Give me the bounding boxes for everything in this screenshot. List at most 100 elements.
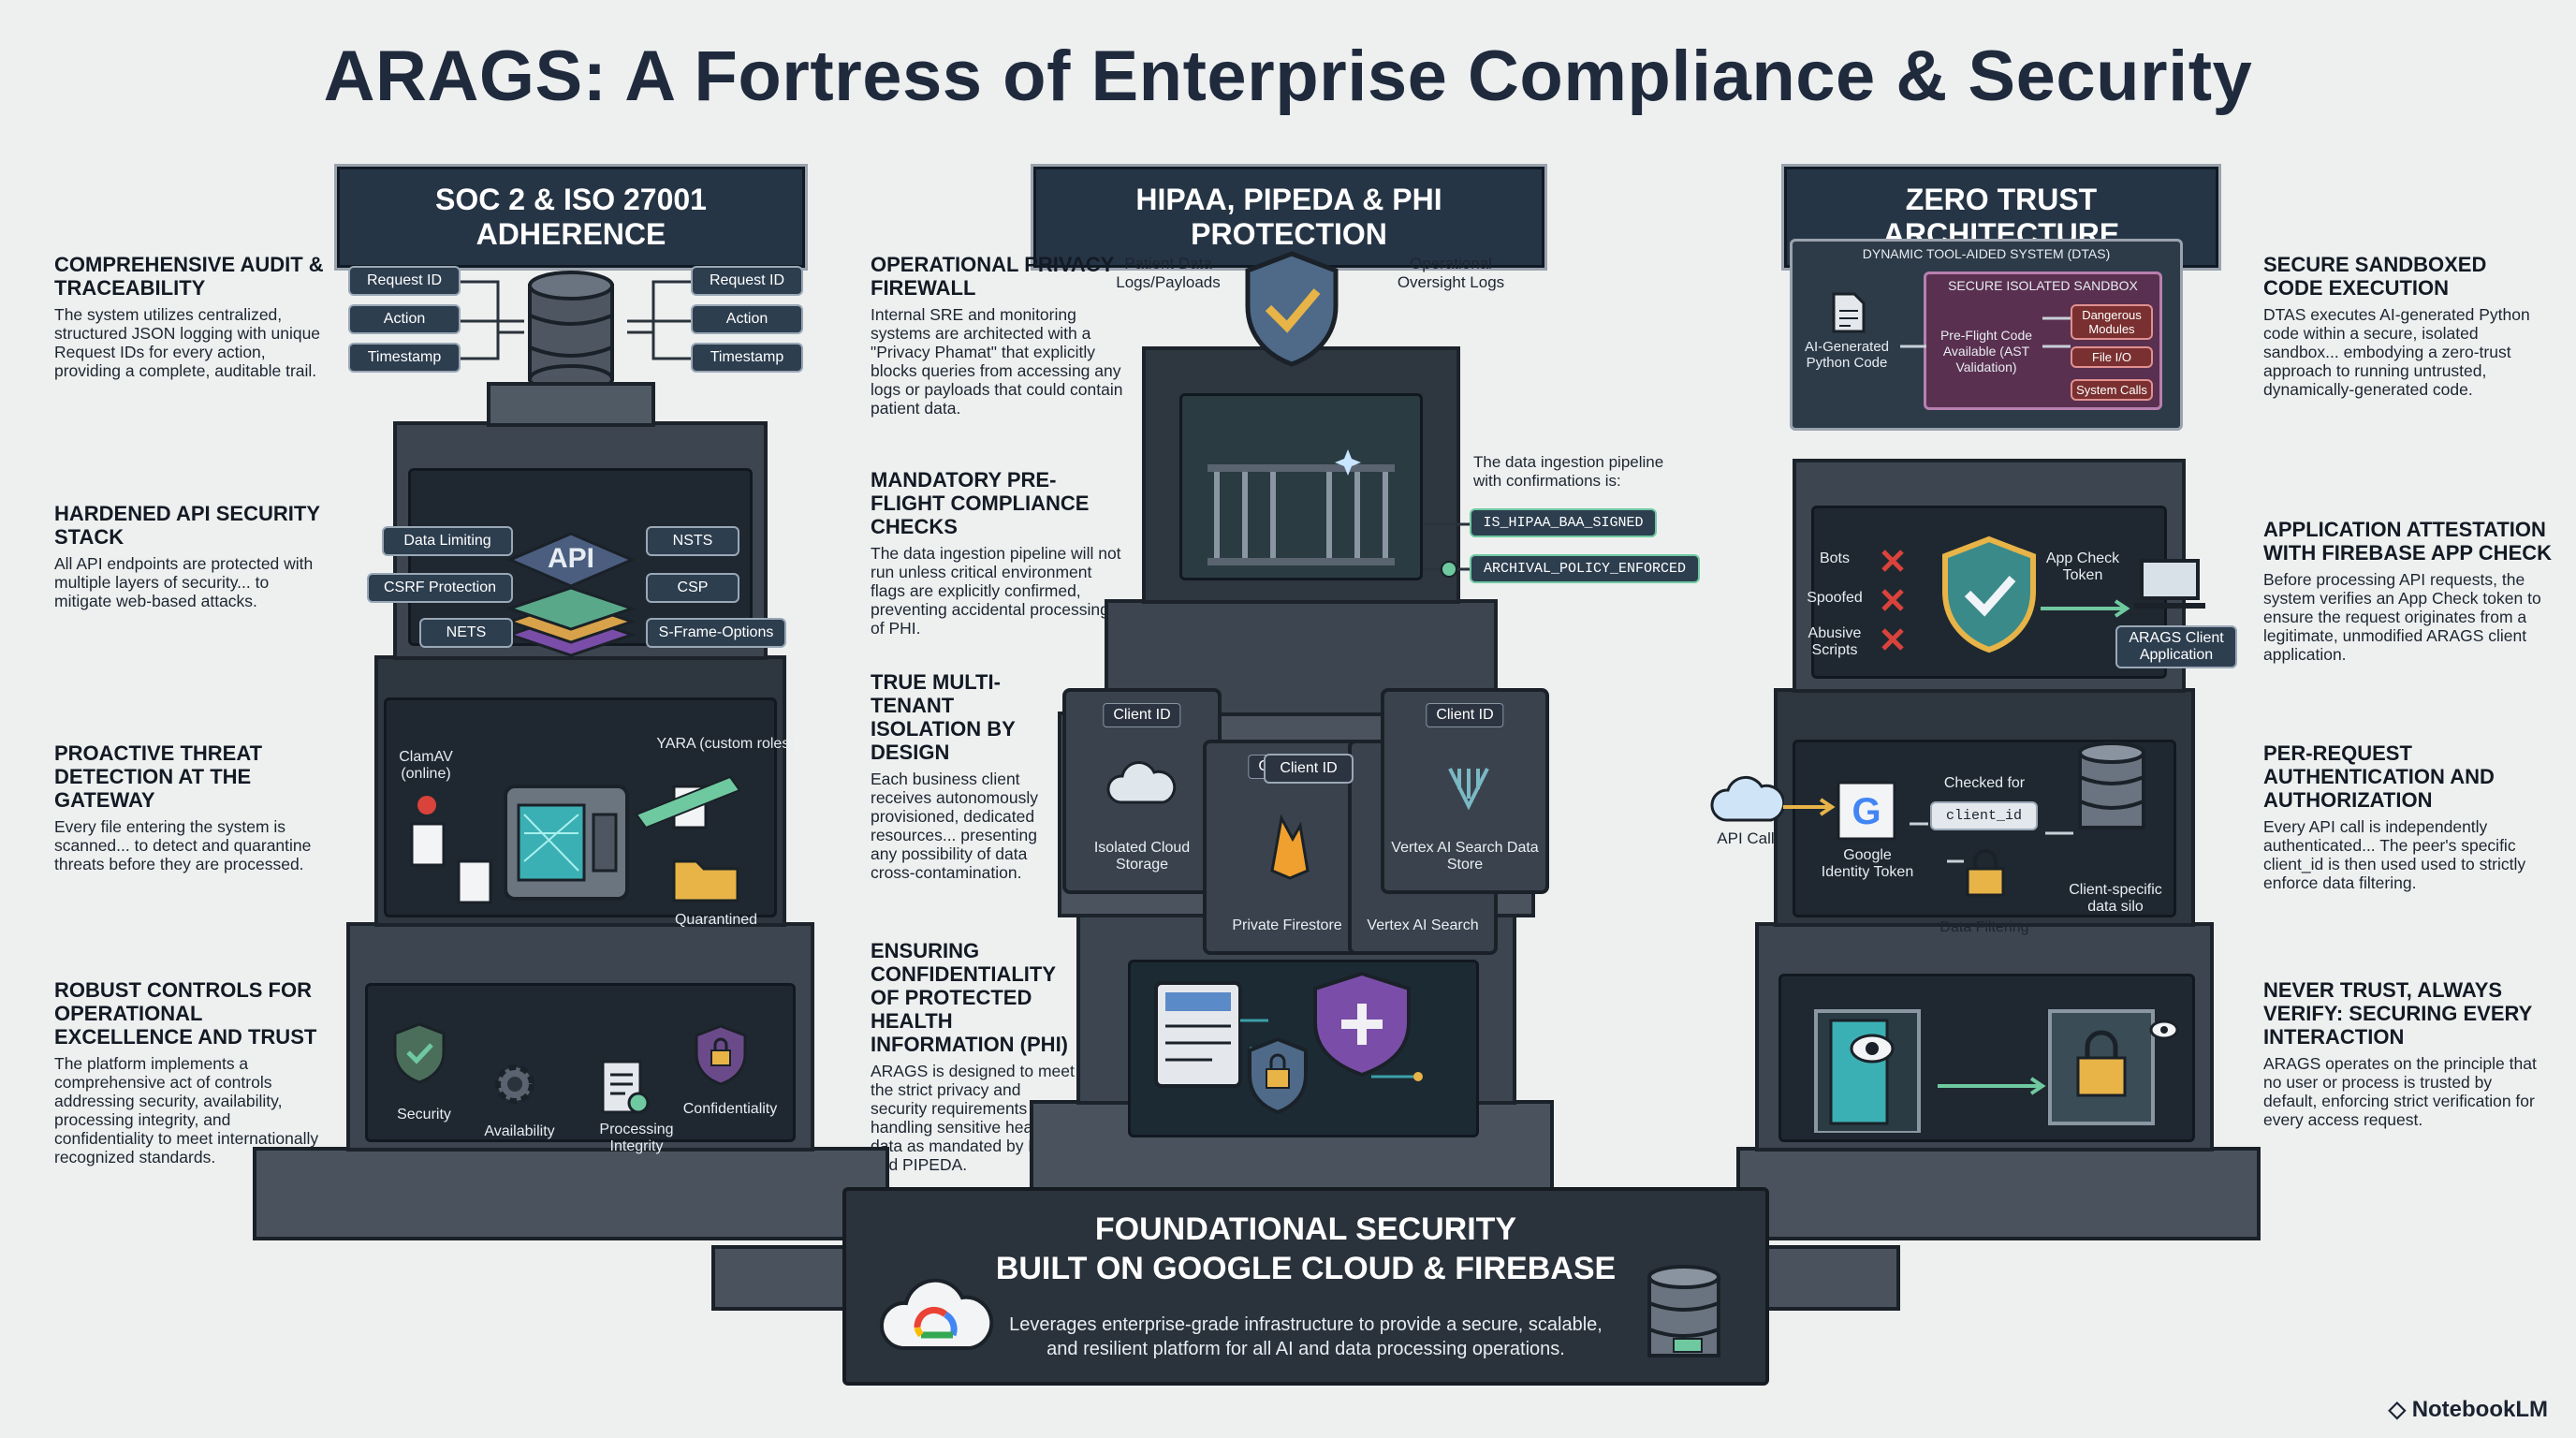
checked-for-label: Checked for — [1943, 775, 2026, 791]
client-cube-data-store: Client ID Vertex AI Search Data Store — [1381, 688, 1549, 894]
arags-client-app-label: ARAGS Client Application — [2115, 625, 2237, 668]
availability-gear-icon — [495, 1064, 534, 1104]
file-scan-flow-icon — [410, 775, 741, 904]
firebase-database-icon — [1647, 1265, 1720, 1357]
text-threat-detection: Proactive Threat Detection at the Gatewa… — [54, 741, 312, 873]
foundation-desc1: Leverages enterprise-grade infrastructur… — [1009, 1314, 1603, 1335]
never-trust-illustration — [1814, 1009, 2179, 1133]
db-pedestal — [487, 382, 655, 427]
text-per-request-auth: Per-Request Authentication and Authoriza… — [2263, 741, 2526, 892]
firebase-flame-icon — [1270, 814, 1310, 880]
text-operational-controls: Robust Controls for Operational Excellen… — [54, 978, 319, 1167]
database-icon — [528, 271, 614, 394]
threat-bots-label: Bots — [1819, 550, 1850, 566]
app-check-arrow — [2041, 599, 2130, 618]
dtas-title: DYNAMIC TOOL-AIDED SYSTEM (DTAS) — [1862, 246, 2111, 261]
notebooklm-brand: ◇ NotebookLM — [2388, 1397, 2548, 1422]
cloud-icon — [1106, 761, 1177, 804]
foundation-panel: FOUNDATIONAL SECURITY BUILT ON GOOGLE CL… — [842, 1187, 1769, 1386]
app-check-shield-icon — [1942, 536, 2036, 653]
text-sandboxed-execution: Secure Sandboxed Code Execution DTAS exe… — [2263, 253, 2530, 399]
threat-scripts-label: Abusive Scripts — [1808, 625, 1862, 658]
blocked-dangerous-modules: Dangerous Modules — [2071, 304, 2153, 340]
control-confidentiality-label: Confidentiality — [682, 1101, 778, 1117]
zt-base — [1736, 1147, 2261, 1240]
control-availability-label: Availability — [484, 1123, 555, 1139]
google-cloud-icon — [879, 1278, 994, 1350]
auth-flow-arrows — [1910, 822, 2073, 863]
text-api-security: Hardened API Security Stack All API endp… — [54, 502, 320, 610]
integrity-document-icon — [601, 1060, 650, 1114]
api-call-label: API Call — [1717, 829, 1775, 847]
text-audit: Comprehensive Audit & Traceability The s… — [54, 253, 324, 380]
text-never-trust: Never Trust, Always Verify: Securing Eve… — [2263, 978, 2537, 1129]
api-cloud-icon — [1710, 775, 1784, 822]
oversight-logs-label: Operational Oversight Logs — [1397, 255, 1505, 291]
privacy-shield-icon — [1245, 251, 1339, 367]
flag-archival-policy: ARCHIVAL_POLICY_ENFORCED — [1470, 554, 1700, 583]
data-filtering-lock-icon — [1966, 849, 2005, 897]
client-cube-cloud-storage: Client ID Isolated Cloud Storage — [1062, 688, 1222, 894]
sandbox-title: SECURE ISOLATED SANDBOX — [1948, 278, 2138, 293]
soc-base — [253, 1147, 889, 1240]
log-tag-action-right: Action — [691, 304, 803, 334]
preflight-label: Pre-Flight Code Available (AST Validatio… — [1939, 328, 2033, 374]
pipeline-note-label: The data ingestion pipeline with confirm… — [1473, 453, 1664, 490]
log-tag-timestamp-left: Timestamp — [348, 343, 461, 373]
log-tag-request-id-right: Request ID — [691, 266, 803, 296]
patient-logs-label: Patient Data Logs/Payloads — [1116, 255, 1221, 291]
app-check-token-label: App Check Token — [2045, 550, 2120, 583]
api-tag-data-limiting: Data Limiting — [382, 526, 513, 556]
log-tag-timestamp-right: Timestamp — [691, 343, 803, 373]
api-call-arrow — [1783, 798, 1836, 816]
vertex-ai-icon — [1448, 768, 1489, 811]
confidentiality-lock-shield-icon — [695, 1024, 747, 1086]
google-token-icon: G — [1837, 781, 1896, 841]
dtas-arrows — [1900, 316, 2071, 348]
security-shield-icon — [393, 1022, 446, 1084]
client-id-code: client_id — [1930, 801, 2038, 830]
blocked-file-io: File I/O — [2071, 346, 2153, 368]
client-id-center: Client ID — [1264, 754, 1354, 784]
quarantined-label: Quarantined — [674, 912, 758, 928]
api-tag-x-frame-options: S-Frame-Options — [646, 618, 786, 648]
pillar-header-hipaa: HIPAA, PIPEDA & PHI PROTECTION — [1033, 167, 1544, 268]
foundation-line1: FOUNDATIONAL SECURITY — [1094, 1211, 1517, 1247]
notebooklm-logo-icon: ◇ — [2388, 1397, 2412, 1422]
api-label: API — [547, 543, 594, 574]
blocked-system-calls: System Calls — [2071, 379, 2153, 401]
scanner-yara-label: YARA (custom roles) — [656, 736, 795, 752]
api-tag-nets: NETS — [419, 618, 513, 648]
client-silo-label: Client-specific data silo — [2069, 882, 2162, 915]
api-layer-stack-icon — [505, 532, 637, 657]
text-preflight-checks: Mandatory Pre-Flight Compliance Checks T… — [871, 468, 1121, 638]
flag-connector-lines — [1423, 522, 1470, 578]
page-title: ARAGS: A Fortress of Enterprise Complian… — [323, 37, 2253, 116]
phi-protection-illustration — [1154, 971, 1423, 1115]
client-silo-database-icon — [2078, 741, 2145, 829]
log-tag-request-id-left: Request ID — [348, 266, 461, 296]
pillar-header-soc: SOC 2 & ISO 27001 ADHERENCE — [337, 167, 805, 268]
flag-hipaa-baa-signed: IS_HIPAA_BAA_SIGNED — [1470, 508, 1657, 537]
blocked-x-icons — [1881, 550, 1904, 651]
scanner-device-icon — [504, 785, 629, 901]
control-security-label: Security — [397, 1107, 451, 1123]
threat-spoofed-label: Spoofed — [1807, 590, 1863, 606]
log-connector-lines — [461, 280, 691, 360]
text-phi-confidentiality: Ensuring Confidentiality of Protected He… — [871, 939, 1076, 1174]
api-tag-nsts: NSTS — [646, 526, 739, 556]
foundation-desc2: and resilient platform for all AI and da… — [1046, 1339, 1565, 1359]
control-integrity-label: Processing Integrity — [599, 1122, 674, 1154]
google-token-label: Google Identity Token — [1821, 847, 1914, 880]
firewall-gate-panel — [1179, 393, 1423, 580]
scanner-clamav-label: ClamAV (online) — [399, 749, 453, 782]
foundation-line2: BUILT ON GOOGLE CLOUD & FIREBASE — [995, 1251, 1617, 1286]
ai-code-label: AI-Generated Python Code — [1804, 339, 1890, 371]
svg-text:G: G — [1852, 791, 1881, 832]
laptop-icon — [2134, 559, 2205, 609]
api-tag-csrf: CSRF Protection — [367, 573, 513, 603]
gate-bars-icon — [1208, 449, 1395, 565]
data-filtering-label: Data Filtering — [1939, 919, 2029, 935]
text-multi-tenant: True Multi-Tenant Isolation by Design Ea… — [871, 670, 1038, 882]
log-tag-action-left: Action — [348, 304, 461, 334]
